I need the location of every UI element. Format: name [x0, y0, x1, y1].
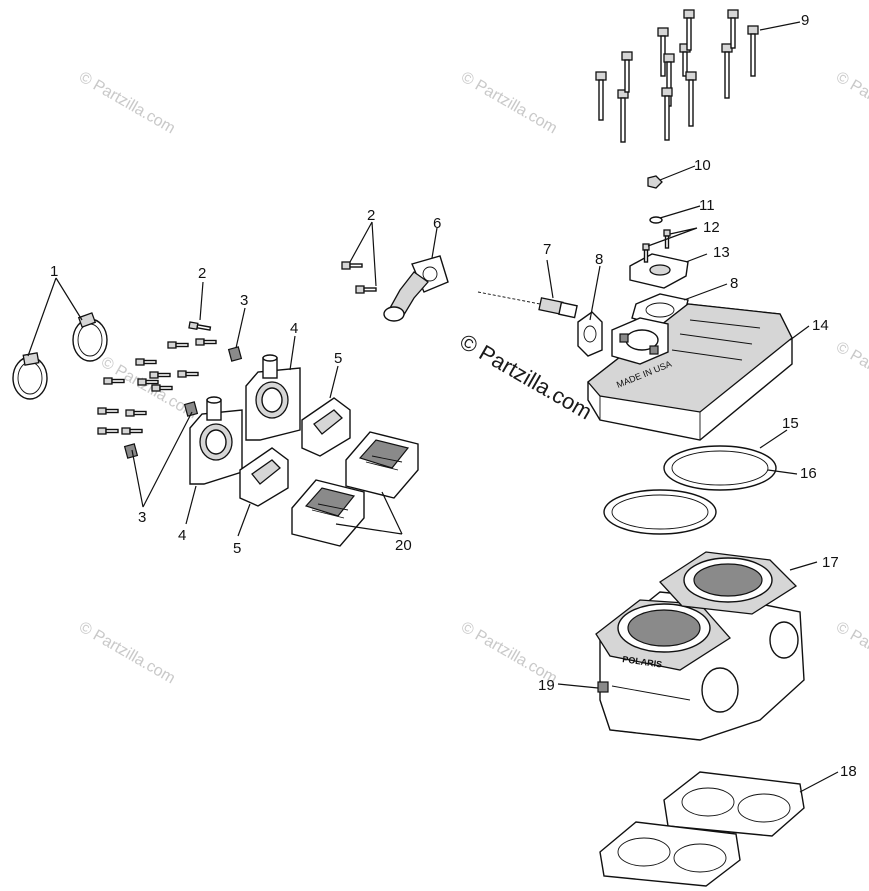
- callout-3: 3: [240, 292, 248, 309]
- outlet-bolts: [341, 261, 377, 294]
- callout-3b: 3: [138, 509, 146, 526]
- reed-valve-upper: [345, 431, 419, 499]
- watermark-faint: © Partzilla.com: [76, 619, 178, 688]
- thermostat-cover: [629, 253, 689, 289]
- callout-4: 4: [290, 320, 298, 337]
- cover-screws: [642, 229, 671, 263]
- watermark-faint: © Partzilla.com: [833, 339, 869, 408]
- callout-5: 5: [334, 350, 342, 367]
- watermark-faint: © Partzilla.com: [833, 619, 869, 688]
- hose-clamps: [12, 312, 108, 400]
- cylinder-block: POLARIS: [595, 551, 805, 741]
- callout-12: 12: [703, 219, 720, 236]
- callout-8b: 8: [730, 275, 738, 292]
- callout-19: 19: [538, 677, 555, 694]
- callout-15: 15: [782, 415, 799, 432]
- watermark-main: © Partzilla.com: [456, 329, 597, 425]
- leader-lines: [27, 21, 839, 793]
- reed-adapter-upper: [245, 354, 301, 441]
- callout-4b: 4: [178, 527, 186, 544]
- callout-7: 7: [543, 241, 551, 258]
- reed-cage-bolts: [97, 321, 217, 435]
- callout-11: 11: [699, 197, 715, 214]
- nut-and-washer: [647, 175, 663, 224]
- head-bolts: [595, 9, 759, 143]
- callout-14: 14: [812, 317, 829, 334]
- base-gaskets: [599, 771, 805, 887]
- callout-5b: 5: [233, 540, 241, 557]
- reed-valve-lower: [291, 479, 365, 547]
- watermark-faint: © Partzilla.com: [833, 69, 869, 138]
- callout-8: 8: [595, 251, 603, 268]
- reed-stuffer-upper: [301, 397, 351, 457]
- cylinder-head: MADE IN USA: [587, 303, 793, 441]
- callout-9: 9: [801, 12, 809, 29]
- temperature-sensor: [477, 291, 578, 319]
- callout-2b: 2: [367, 207, 375, 224]
- callout-1: 1: [50, 263, 58, 280]
- callout-10: 10: [694, 157, 711, 174]
- head-o-rings: [603, 445, 777, 535]
- callout-13: 13: [713, 244, 730, 261]
- callout-6: 6: [433, 215, 441, 232]
- callout-2: 2: [198, 265, 206, 282]
- callout-18: 18: [840, 763, 857, 780]
- watermark-faint: © Partzilla.com: [458, 69, 560, 138]
- callout-16: 16: [800, 465, 817, 482]
- callout-17: 17: [822, 554, 839, 571]
- callout-labels: 1 2 3 4 5 2 6 7 8 9 10 11 12 13 8 14 15 …: [50, 12, 857, 780]
- watermark-faint: © Partzilla.com: [76, 69, 178, 138]
- lock-tabs: [123, 346, 243, 459]
- reed-stuffer-lower: [239, 447, 289, 507]
- callout-20: 20: [395, 537, 412, 554]
- water-outlet-elbow: [383, 255, 449, 322]
